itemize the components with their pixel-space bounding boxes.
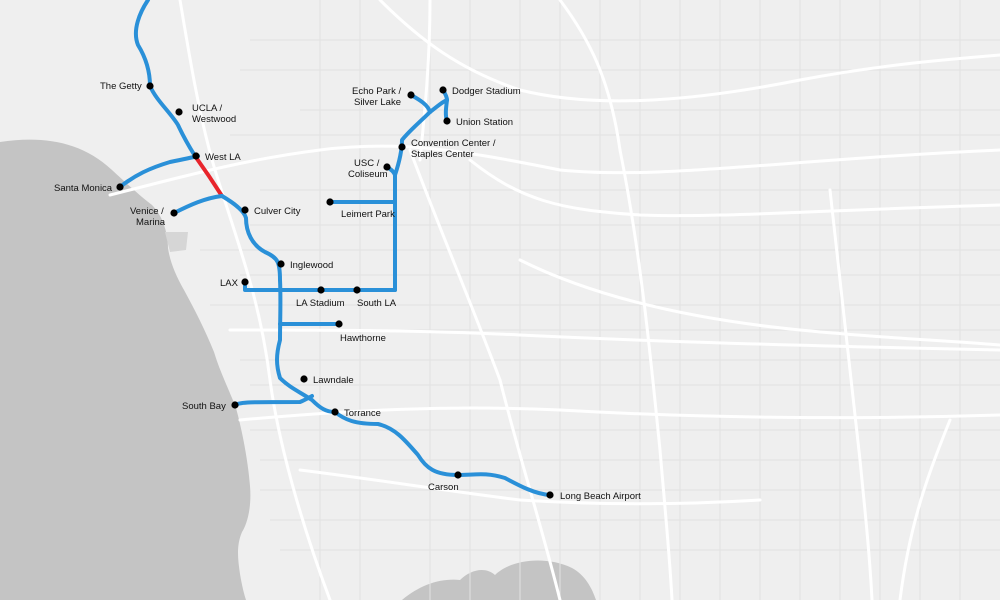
station-dot-lax[interactable] xyxy=(241,278,249,286)
ocean xyxy=(0,139,251,600)
station-dot-santa-monica[interactable] xyxy=(116,183,124,191)
label-echo-park-silver-lake: Echo Park / Silver Lake xyxy=(352,86,404,108)
label-la-stadium: LA Stadium xyxy=(296,298,345,309)
label-culver-city: Culver City xyxy=(254,206,301,217)
label-torrance: Torrance xyxy=(344,408,381,419)
label-ucla-westwood: UCLA / Westwood xyxy=(192,103,236,125)
station-dot-echo-park-silver-lake[interactable] xyxy=(407,91,415,99)
label-dodger-stadium: Dodger Stadium xyxy=(452,86,521,97)
route-highlight-segment xyxy=(193,154,224,198)
station-dot-usc-coliseum[interactable] xyxy=(383,163,391,171)
station-markers xyxy=(116,82,554,499)
street-grid xyxy=(200,0,1000,600)
label-long-beach-airport: Long Beach Airport xyxy=(560,491,641,502)
station-dot-west-la[interactable] xyxy=(192,152,200,160)
label-leimert-park: Leimert Park xyxy=(341,209,395,220)
station-dot-ucla-westwood[interactable] xyxy=(175,108,183,116)
station-dot-south-bay[interactable] xyxy=(231,401,239,409)
route-south-bay-branch xyxy=(233,394,314,407)
route-santa-monica-branch xyxy=(118,154,200,189)
label-venice-marina: Venice / Marina xyxy=(130,206,166,228)
freeways xyxy=(108,0,1000,600)
label-lax: LAX xyxy=(220,278,239,289)
label-the-getty: The Getty xyxy=(100,81,142,92)
route-downtown-trunk xyxy=(393,98,449,292)
label-west-la: West LA xyxy=(205,152,241,163)
label-convention-center: Convention Center / Staples Center xyxy=(411,138,498,160)
station-dot-south-la[interactable] xyxy=(353,286,361,294)
station-dot-leimert-park[interactable] xyxy=(326,198,334,206)
station-dot-dodger-stadium[interactable] xyxy=(439,86,447,94)
label-lawndale: Lawndale xyxy=(313,375,354,386)
station-dot-carson[interactable] xyxy=(454,471,462,479)
route-venice-branch xyxy=(172,194,224,215)
station-dot-la-stadium[interactable] xyxy=(317,286,325,294)
station-labels: The Getty UCLA / Westwood West LA Santa … xyxy=(54,81,641,502)
label-carson: Carson xyxy=(428,482,459,493)
station-dot-convention-center[interactable] xyxy=(398,143,406,151)
label-union-station: Union Station xyxy=(456,117,513,128)
station-dot-union-station[interactable] xyxy=(443,117,451,125)
station-dot-long-beach-airport[interactable] xyxy=(546,491,554,499)
harbor-water xyxy=(402,560,596,600)
label-south-la: South LA xyxy=(357,298,397,309)
label-hawthorne: Hawthorne xyxy=(340,333,386,344)
label-inglewood: Inglewood xyxy=(290,260,333,271)
label-south-bay: South Bay xyxy=(182,401,226,412)
station-dot-venice-marina[interactable] xyxy=(170,209,178,217)
station-dot-inglewood[interactable] xyxy=(277,260,285,268)
label-usc-coliseum: USC / Coliseum xyxy=(348,158,388,180)
station-dot-the-getty[interactable] xyxy=(146,82,154,90)
station-dot-lawndale[interactable] xyxy=(300,375,308,383)
label-santa-monica: Santa Monica xyxy=(54,183,113,194)
marina-water xyxy=(165,232,188,252)
station-dot-torrance[interactable] xyxy=(331,408,339,416)
station-dot-culver-city[interactable] xyxy=(241,206,249,214)
station-dot-hawthorne[interactable] xyxy=(335,320,343,328)
